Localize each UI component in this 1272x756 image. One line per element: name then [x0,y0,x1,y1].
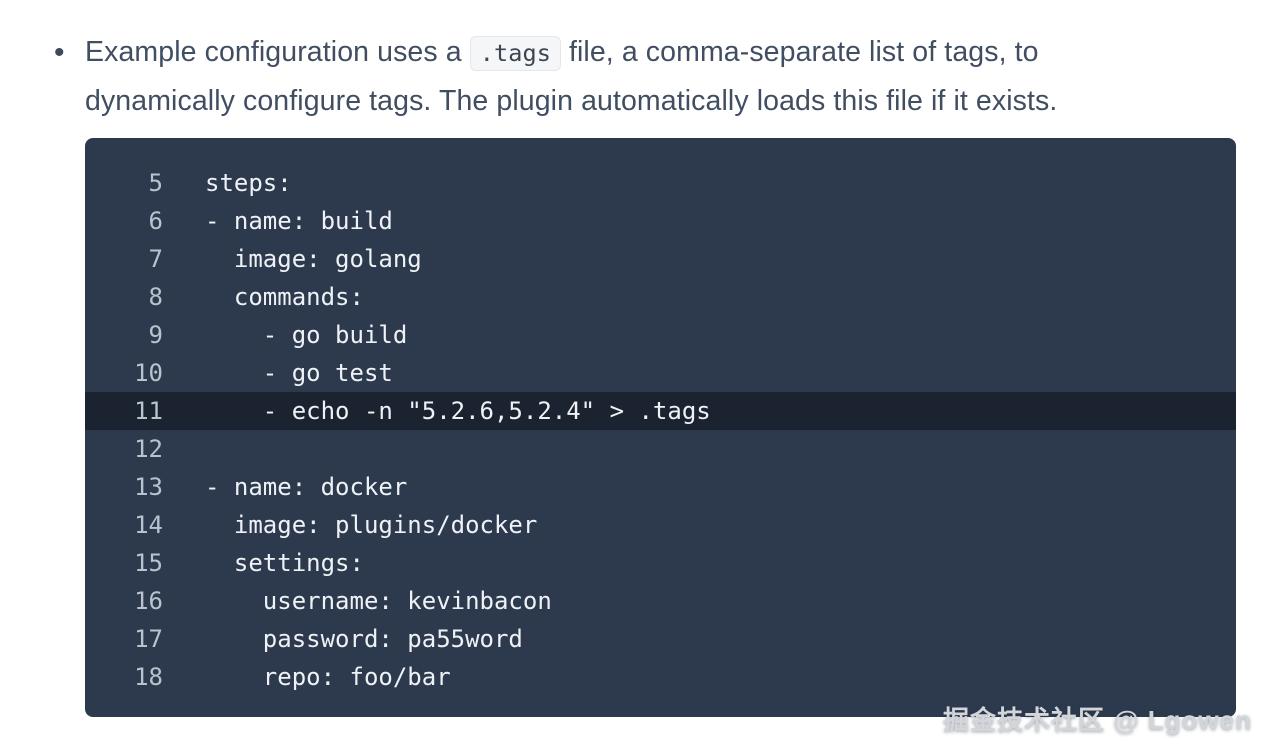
line-code-text: commands: [205,283,364,311]
line-number: 17 [134,625,163,653]
code-line: 7 image: golang [85,240,1236,278]
code-line: 15 settings: [85,544,1236,582]
line-code-text: - echo -n "5.2.6,5.2.4" > .tags [205,397,711,425]
line-number: 10 [134,359,163,387]
line-code-text: - name: build [205,207,393,235]
line-number: 7 [148,245,163,273]
code-line: 13 - name: docker [85,468,1236,506]
line-code-text: repo: foo/bar [205,663,451,691]
line-code-text: - name: docker [205,473,408,501]
line-number: 8 [148,283,163,311]
line-code-text: image: golang [205,245,422,273]
line-number: 15 [134,549,163,577]
line-code-text: settings: [205,549,364,577]
line-code-text: steps: [205,169,292,197]
code-line: 8 commands: [85,278,1236,316]
line-number: 6 [148,207,163,235]
line-number: 11 [134,397,163,425]
line-number: 5 [148,169,163,197]
line-code-text: username: kevinbacon [205,587,552,615]
line-code-text: password: pa55word [205,625,523,653]
line-number: 13 [134,473,163,501]
line-number: 9 [148,321,163,349]
bullet-marker: • [54,36,65,69]
code-line: 9 - go build [85,316,1236,354]
paragraph-segment-after: file, a comma-separate list of tags, to … [85,36,1058,117]
line-number: 12 [134,435,163,463]
watermark: 掘金技术社区 @ Lgowen [942,705,1252,735]
line-number: 16 [134,587,163,615]
code-line: 17 password: pa55word [85,620,1236,658]
inline-code-tags: .tags [469,36,561,71]
line-number: 18 [134,663,163,691]
code-line: 12 [85,430,1236,468]
line-number: 14 [134,511,163,539]
paragraph-text: Example configuration uses a .tags file,… [85,28,1190,125]
list-item: • Example configuration uses a .tags fil… [54,28,1190,125]
code-line: 10 - go test [85,354,1236,392]
paragraph-segment-before: Example configuration uses a [85,36,470,68]
code-block: 5 steps: 6 - name: build 7 image: golang… [85,138,1236,717]
line-code-text: image: plugins/docker [205,511,538,539]
code-line: 11 - echo -n "5.2.6,5.2.4" > .tags [85,392,1236,430]
code-line: 18 repo: foo/bar [85,658,1236,696]
code-line: 16 username: kevinbacon [85,582,1236,620]
code-line: 6 - name: build [85,202,1236,240]
code-line: 14 image: plugins/docker [85,506,1236,544]
code-line: 5 steps: [85,164,1236,202]
line-code-text: - go test [205,359,393,387]
line-code-text: - go build [205,321,408,349]
